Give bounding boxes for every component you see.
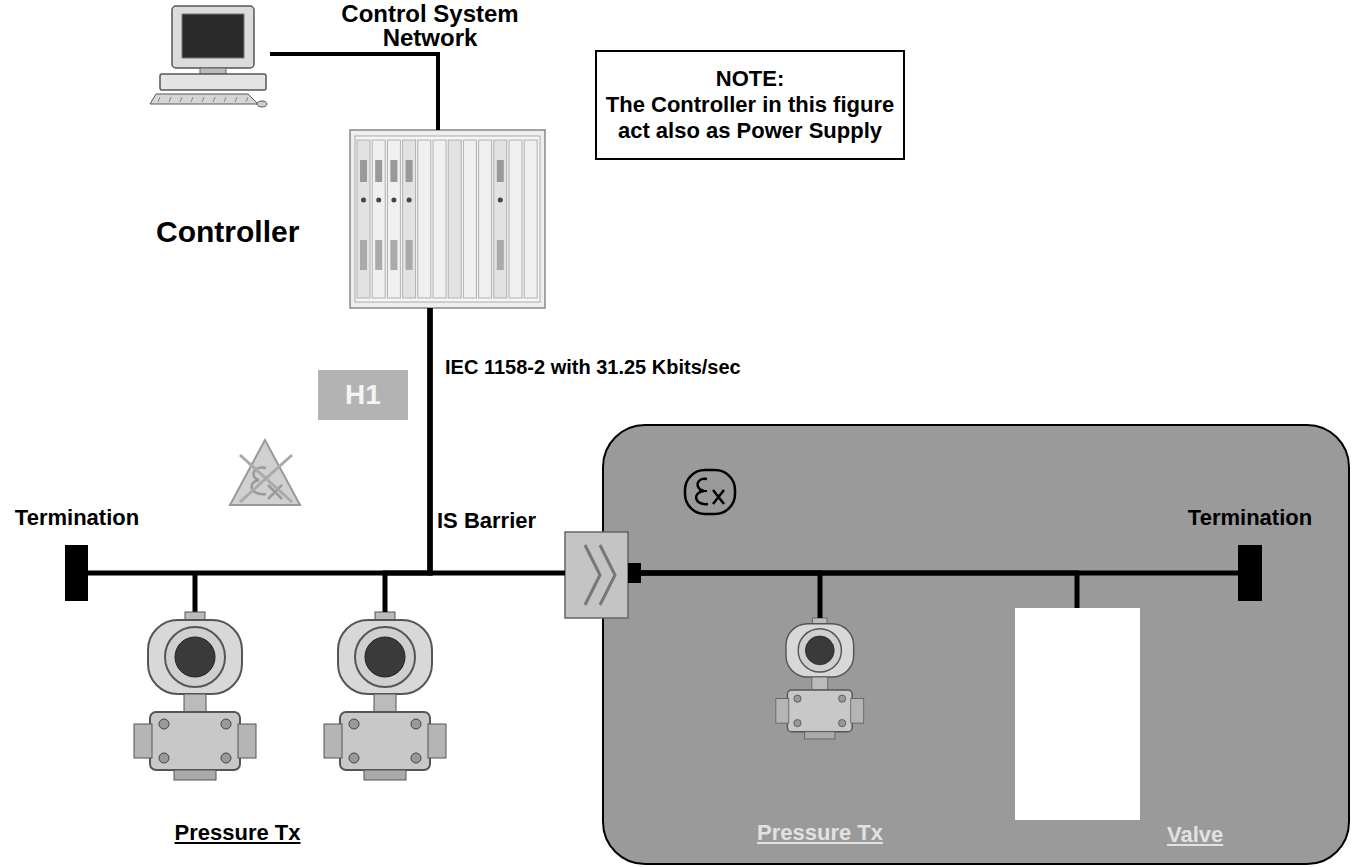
- controller-rack: [350, 130, 545, 308]
- node-text: Termination: [10, 505, 144, 531]
- node-text: H1: [345, 378, 381, 412]
- node-text: Controller: [156, 214, 351, 250]
- computer-node: Control System Network: [150, 4, 270, 106]
- stub-wire: [193, 573, 198, 612]
- node-text: Pressure Tx: [745, 820, 895, 846]
- node-text: IS Barrier: [437, 508, 500, 534]
- non-ex-symbol: [230, 440, 300, 505]
- fieldbus-wire: [430, 308, 565, 573]
- fieldbus-wire: [88, 308, 430, 573]
- pressure-transmitter-picture: [776, 618, 864, 739]
- valve-node: Valve: [1015, 608, 1140, 820]
- termination-block: Termination: [65, 545, 88, 601]
- ex-symbol: [685, 470, 735, 514]
- h1-box: H1: [318, 370, 408, 420]
- pressure-transmitter-picture: [324, 612, 446, 780]
- node-text: Control System Network: [320, 2, 540, 50]
- fieldbus-wire: [628, 573, 1077, 608]
- hazardous-area: [603, 425, 1349, 864]
- pressure-transmitter-pair: Pressure Tx: [130, 608, 455, 853]
- pressure-transmitter-picture: [134, 612, 256, 780]
- computer-picture: [150, 6, 267, 107]
- node-text: Pressure Tx: [75, 820, 400, 846]
- node-body-text: The Controller in this figure act also a…: [603, 92, 897, 144]
- node-text: NOTE:: [716, 66, 784, 92]
- fieldbus-wire: [385, 308, 430, 612]
- bus-spec-label: IEC 1158-2 with 31.25 Kbits/sec: [445, 356, 741, 379]
- controller-node: Controller: [350, 130, 545, 308]
- node-text: Valve: [1167, 822, 1223, 848]
- is-barrier-node: IS Barrier: [565, 532, 628, 618]
- note-box: NOTE:The Controller in this figure act a…: [595, 50, 905, 160]
- fieldbus-wire: [628, 573, 820, 618]
- node-text: Termination: [1178, 505, 1322, 531]
- network-cable: [270, 54, 438, 130]
- termination-block: Termination: [1238, 545, 1262, 601]
- pressure-transmitter: Pressure Tx: [765, 615, 875, 850]
